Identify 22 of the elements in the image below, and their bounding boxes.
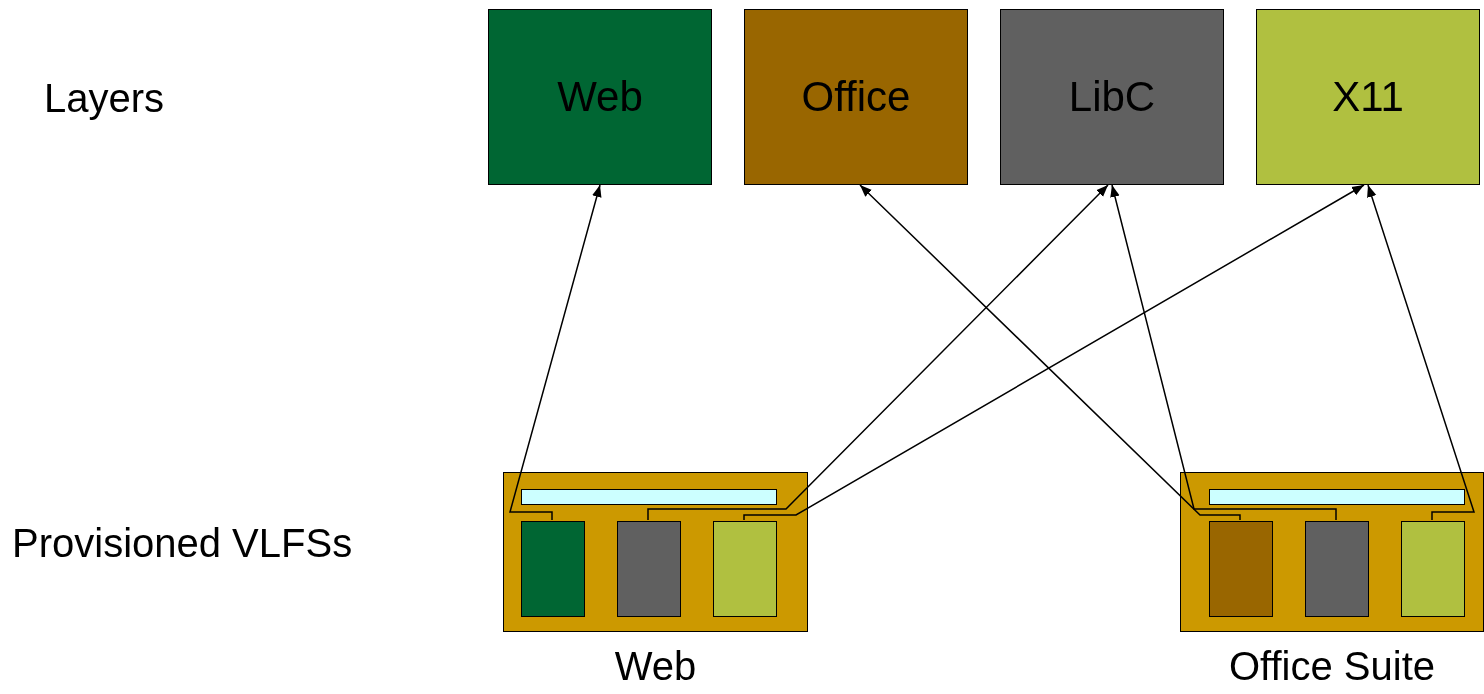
arrow: [1110, 184, 1337, 521]
small-box: [1209, 521, 1273, 617]
bar-shape: [521, 489, 777, 505]
layer-box: X11: [1256, 9, 1480, 185]
group-title: Office Suite: [1227, 644, 1436, 689]
small-box: [617, 521, 681, 617]
arrow: [1367, 184, 1476, 521]
arrow: [743, 184, 1365, 521]
small-box: [1401, 521, 1465, 617]
row-label: Layers: [44, 76, 165, 121]
arrow: [509, 184, 602, 521]
arrow: [859, 184, 1241, 521]
arrow: [647, 184, 1109, 521]
small-box: [521, 521, 585, 617]
row-label: Provisioned VLFSs: [12, 521, 353, 566]
bar-shape: [1209, 489, 1465, 505]
small-box: [1305, 521, 1369, 617]
layer-box: LibC: [1000, 9, 1224, 185]
small-box: [713, 521, 777, 617]
layer-box: Web: [488, 9, 712, 185]
group-title: Web: [613, 644, 698, 689]
layer-box: Office: [744, 9, 968, 185]
